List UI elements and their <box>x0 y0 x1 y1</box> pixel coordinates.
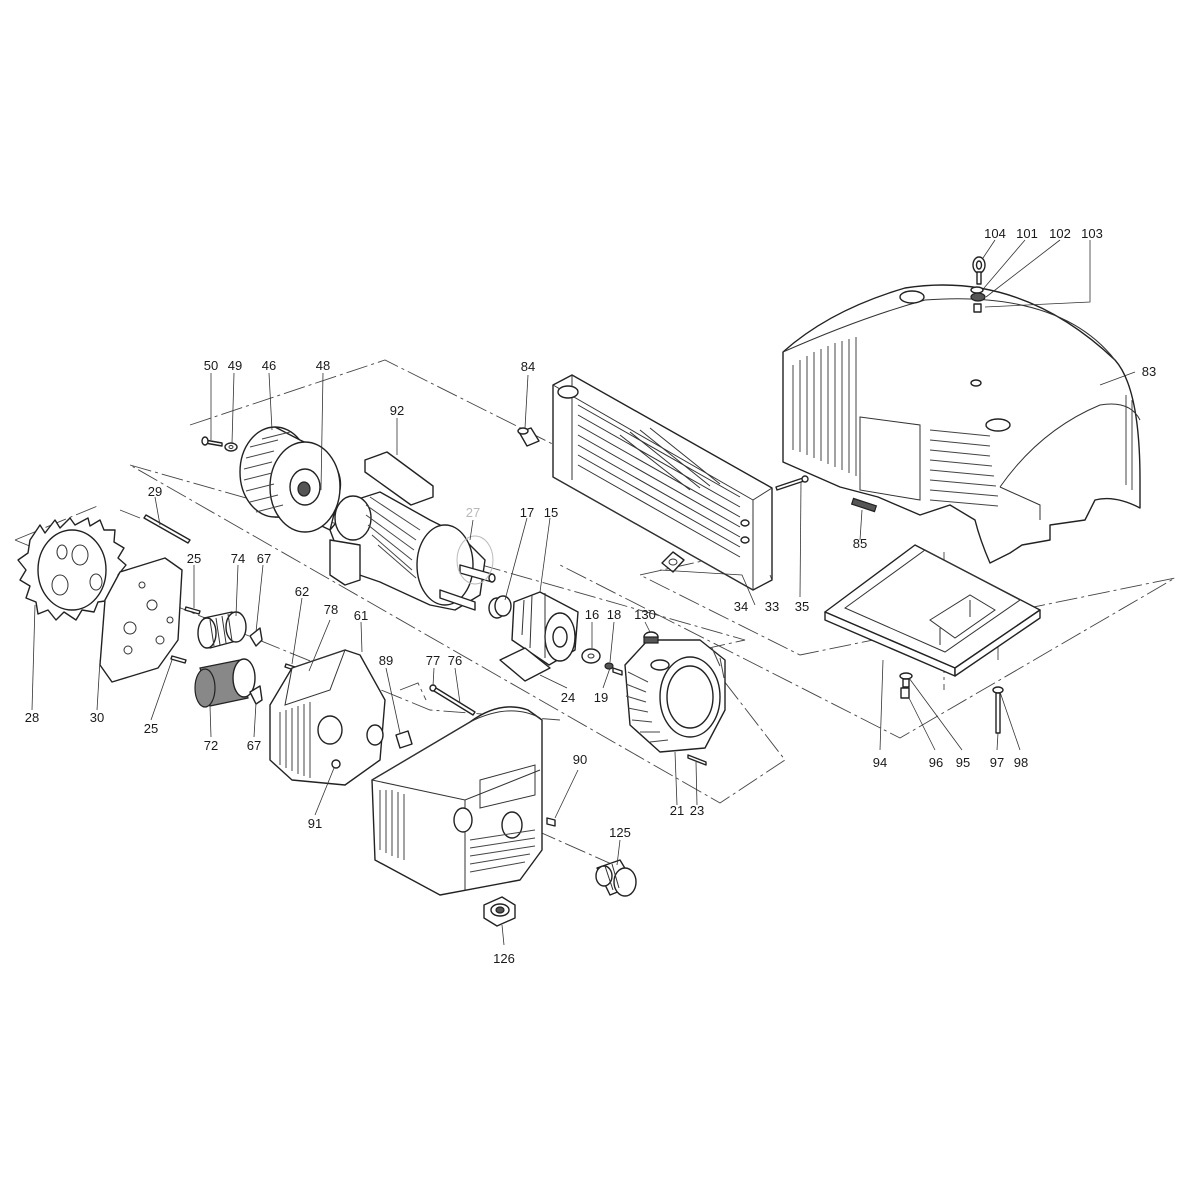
label-18: 18 <box>607 607 621 622</box>
label-96: 96 <box>929 755 943 770</box>
label-34: 34 <box>734 599 748 614</box>
label-94: 94 <box>873 755 887 770</box>
leader-lines <box>31 239 1136 946</box>
clip-67-lower <box>249 685 263 705</box>
label-28: 28 <box>25 710 39 725</box>
label-50: 50 <box>204 358 218 373</box>
label-72: 72 <box>204 738 218 753</box>
filter-housing-61 <box>269 649 386 786</box>
label-49: 49 <box>228 358 242 373</box>
label-97: 97 <box>990 755 1004 770</box>
label-126: 126 <box>493 951 515 966</box>
fan-guard-28 <box>17 517 127 621</box>
screw-50 <box>201 436 223 447</box>
label-25-upper: 25 <box>187 551 201 566</box>
label-35: 35 <box>795 599 809 614</box>
screw-90 <box>546 817 556 827</box>
motor <box>329 491 496 611</box>
clip-67-upper <box>249 627 263 647</box>
label-92: 92 <box>390 403 404 418</box>
label-17: 17 <box>520 505 534 520</box>
label-29: 29 <box>148 484 162 499</box>
label-33: 33 <box>765 599 779 614</box>
ring-27 <box>456 535 494 585</box>
label-21: 21 <box>670 803 684 818</box>
label-95: 95 <box>956 755 970 770</box>
screw-77-76 <box>429 684 476 716</box>
label-27: 27 <box>466 505 480 520</box>
fitting-126 <box>483 896 516 927</box>
screw-23 <box>687 754 707 766</box>
plug-130 <box>643 631 659 644</box>
block-89 <box>395 730 413 749</box>
label-16: 16 <box>585 607 599 622</box>
label-101: 101 <box>1016 226 1038 241</box>
part-labels: 104 101 102 103 83 84 85 50 49 46 48 92 … <box>25 226 1156 966</box>
label-74: 74 <box>231 551 245 566</box>
label-67-lower: 67 <box>247 738 261 753</box>
gasket-plate-30 <box>99 557 183 683</box>
screw-25-lower <box>170 655 187 664</box>
label-25-lower: 25 <box>144 721 158 736</box>
screw-29 <box>143 514 191 544</box>
label-61: 61 <box>354 608 368 623</box>
filter-pad-92 <box>364 451 434 506</box>
small-parts-16-18-19 <box>581 648 623 676</box>
label-62: 62 <box>295 584 309 599</box>
label-78: 78 <box>324 602 338 617</box>
cooler-unit <box>552 374 773 591</box>
label-85: 85 <box>853 536 867 551</box>
label-76: 76 <box>448 653 462 668</box>
label-98: 98 <box>1014 755 1028 770</box>
label-89: 89 <box>379 653 393 668</box>
gasket-34 <box>661 551 685 573</box>
label-84: 84 <box>521 359 535 374</box>
label-24: 24 <box>561 690 575 705</box>
label-19: 19 <box>594 690 608 705</box>
label-90: 90 <box>573 752 587 767</box>
base-screws <box>899 672 1004 734</box>
rotor-15 <box>511 591 579 666</box>
label-15: 15 <box>544 505 558 520</box>
label-48: 48 <box>316 358 330 373</box>
hood-housing <box>782 284 1141 564</box>
label-30: 30 <box>90 710 104 725</box>
valve-125 <box>595 859 637 897</box>
fan-impeller <box>239 426 342 533</box>
filter-cartridge-72 <box>194 658 256 708</box>
label-83: 83 <box>1142 364 1156 379</box>
eye-bolt-assembly <box>970 256 986 313</box>
label-46: 46 <box>262 358 276 373</box>
bushing-84 <box>517 427 540 447</box>
screw-35 <box>775 475 809 491</box>
base-plate <box>824 544 1041 677</box>
label-104: 104 <box>984 226 1006 241</box>
key-85 <box>850 497 878 513</box>
bushing-17 <box>488 595 512 619</box>
front-cover <box>371 706 543 896</box>
label-67-upper: 67 <box>257 551 271 566</box>
washer-49 <box>224 442 238 452</box>
label-130: 130 <box>634 607 656 622</box>
screw-25-upper <box>184 606 201 615</box>
vane-24 <box>499 647 551 682</box>
filter-cartridge-74 <box>197 611 247 649</box>
label-77: 77 <box>426 653 440 668</box>
label-23: 23 <box>690 803 704 818</box>
label-103: 103 <box>1081 226 1103 241</box>
label-102: 102 <box>1049 226 1071 241</box>
pump-housing-21 <box>624 639 726 753</box>
label-91: 91 <box>308 816 322 831</box>
label-125: 125 <box>609 825 631 840</box>
